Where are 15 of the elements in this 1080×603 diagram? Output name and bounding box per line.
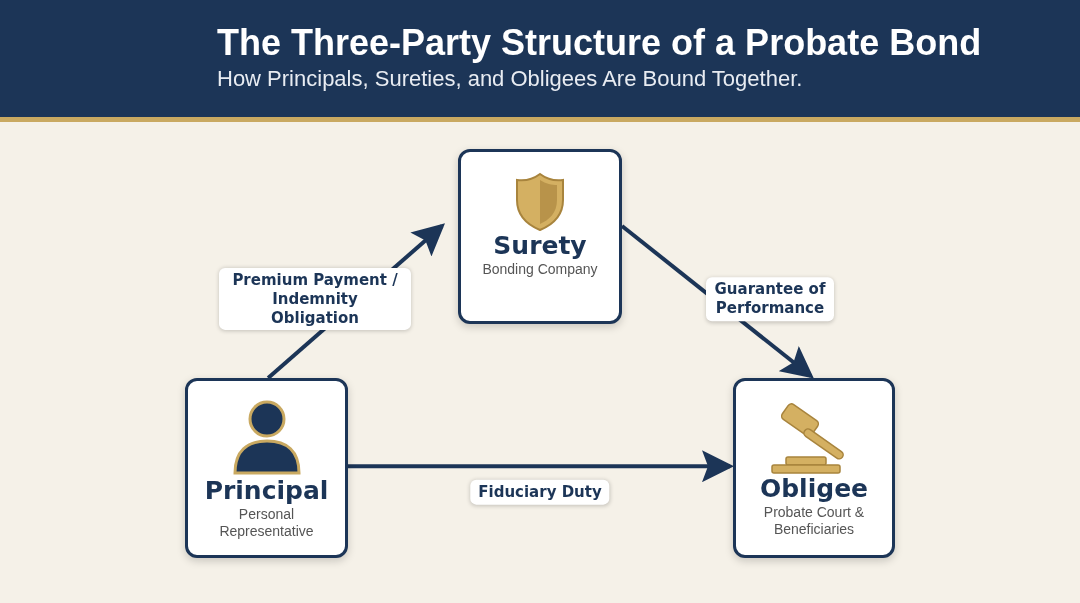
edge-label: Fiduciary Duty (470, 479, 610, 505)
party-name: Principal (204, 477, 329, 506)
arrow (348, 450, 734, 483)
party-name: Obligee (759, 475, 869, 504)
party-box (185, 378, 348, 558)
subtitle: How Principals, Sureties, and Obligees Are Bound Together. (217, 66, 803, 92)
party-role: Probate Court & Beneficiaries (762, 503, 866, 538)
party-box (458, 149, 622, 324)
edge-label: Guarantee of Performance (706, 277, 834, 321)
edge-label: Premium Payment / Indemnity Obligation (219, 267, 411, 331)
party-name: Surety (493, 232, 587, 261)
title: The Three-Party Structure of a Probate Bond (217, 22, 982, 64)
party-role: Personal Representative (218, 505, 315, 540)
party-box (733, 378, 895, 558)
party-role: Bonding Company (481, 260, 599, 278)
